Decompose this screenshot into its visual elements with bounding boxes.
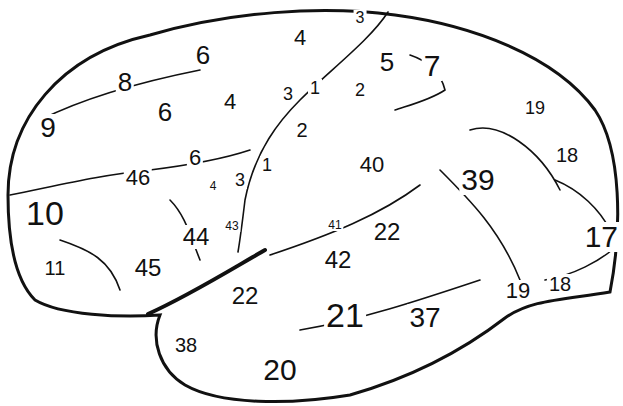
area-number: 9 (38, 114, 58, 142)
area-number: 19 (504, 280, 532, 302)
area-number: 11 (43, 258, 68, 278)
area-number: 4 (208, 180, 219, 192)
central-sulcus (238, 12, 388, 252)
area-number: 6 (156, 99, 174, 125)
area-number: 44 (181, 225, 212, 249)
area-number: 45 (133, 256, 164, 280)
brain-outline (8, 11, 618, 402)
area-number: 4 (222, 91, 238, 113)
area-number: 22 (230, 284, 261, 308)
area-number: 5 (378, 49, 396, 75)
area-number: 3 (354, 10, 367, 26)
area-number: 7 (422, 51, 443, 81)
area-number: 3 (233, 171, 247, 189)
area-number: 46 (124, 167, 152, 189)
area-number: 18 (547, 274, 573, 294)
area-number: 20 (261, 355, 298, 385)
sulcus (10, 150, 250, 195)
area-number: 43 (223, 220, 240, 232)
area-number: 38 (173, 335, 199, 355)
area-number: 17 (583, 222, 620, 252)
area-number: 21 (324, 298, 366, 332)
area-number: 6 (187, 147, 203, 169)
area-number: 1 (260, 156, 274, 174)
sulcus (40, 70, 200, 120)
lateral-sulcus (148, 250, 265, 314)
area-number: 3 (281, 85, 295, 103)
area-number: 42 (323, 248, 354, 272)
area-number: 41 (326, 219, 343, 231)
area-number: 18 (554, 145, 580, 165)
area-number: 37 (407, 304, 442, 332)
area-number: 40 (358, 154, 386, 176)
sulcus (270, 185, 420, 255)
area-number: 10 (24, 196, 66, 230)
area-number: 6 (194, 42, 212, 68)
area-number: 8 (116, 69, 134, 95)
area-number: 39 (459, 165, 496, 195)
area-number: 1 (308, 79, 322, 97)
sulcus (60, 240, 120, 290)
area-number: 2 (353, 81, 367, 99)
area-number: 2 (294, 120, 309, 140)
area-number: 19 (523, 99, 547, 117)
area-number: 22 (372, 220, 403, 244)
area-number: 4 (292, 27, 308, 49)
